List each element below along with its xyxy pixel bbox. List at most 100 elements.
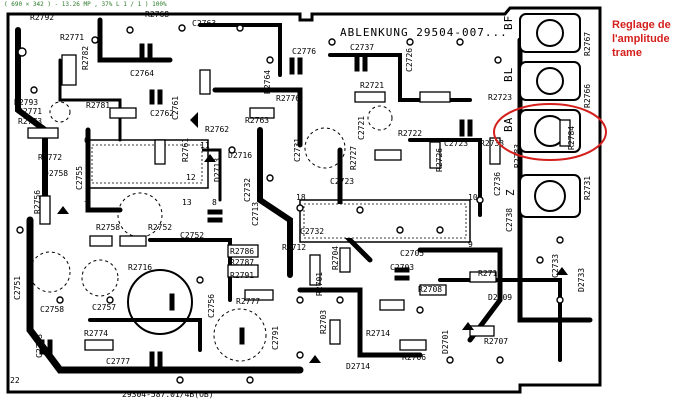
svg-text:11: 11 (200, 141, 210, 150)
svg-text:C2703: C2703 (390, 263, 414, 272)
board-outline (6, 6, 602, 394)
resistor-bodies (27, 54, 571, 351)
svg-text:D2701: D2701 (441, 330, 450, 354)
svg-text:R2774: R2774 (84, 329, 108, 338)
svg-text:18: 18 (296, 193, 306, 202)
connector-Z: Z (504, 188, 517, 196)
connector-BF: BF (502, 15, 515, 30)
pin-numbers: 6 7 8 9 10 11 12 13 18 22 (10, 136, 478, 385)
annotation-line-3: trame (612, 47, 642, 59)
svg-text:D2713: D2713 (213, 158, 222, 182)
svg-text:R2733: R2733 (480, 139, 504, 148)
svg-text:D2758: D2758 (44, 169, 68, 178)
svg-text:C2752: C2752 (180, 231, 204, 240)
svg-text:C2736: C2736 (493, 172, 502, 196)
svg-text:R2716: R2716 (128, 263, 152, 272)
svg-text:R2731: R2731 (583, 176, 592, 200)
svg-text:R2776: R2776 (276, 94, 300, 103)
connector-BA: BA (502, 117, 515, 132)
svg-text:R2771: R2771 (60, 33, 84, 42)
svg-text:R2777: R2777 (236, 297, 260, 306)
svg-text:R2721: R2721 (360, 81, 384, 90)
svg-text:C2738: C2738 (505, 208, 514, 232)
svg-text:C2733: C2733 (551, 254, 560, 278)
svg-text:R2752: R2752 (148, 223, 172, 232)
svg-text:C2726: C2726 (405, 48, 414, 72)
svg-text:C2732: C2732 (300, 227, 324, 236)
svg-text:R2762: R2762 (205, 125, 229, 134)
board-title: ABLENKUNG 29504-007... (340, 26, 508, 39)
svg-text:R2712: R2712 (282, 243, 306, 252)
svg-text:R2704: R2704 (331, 246, 340, 270)
svg-text:R2701: R2701 (315, 272, 324, 296)
svg-text:6: 6 (84, 136, 89, 145)
svg-text:D2733: D2733 (577, 268, 586, 292)
svg-text:8: 8 (212, 198, 217, 207)
svg-text:R2756: R2756 (33, 190, 42, 214)
svg-text:R2707: R2707 (484, 337, 508, 346)
svg-text:R2723: R2723 (488, 93, 512, 102)
viewer-status: ( 690 × 342 ) - 13.26 MP , 37% L 1 / 1 )… (4, 1, 167, 8)
svg-text:R2758: R2758 (96, 223, 120, 232)
svg-text:R2767: R2767 (583, 32, 592, 56)
svg-text:R2786: R2786 (230, 247, 254, 256)
svg-text:9: 9 (468, 240, 473, 249)
svg-text:R2768: R2768 (145, 10, 169, 19)
svg-text:R2773: R2773 (18, 117, 42, 126)
svg-text:R2703: R2703 (319, 310, 328, 334)
annotation-highlight (493, 103, 607, 161)
svg-text:C2776: C2776 (292, 47, 316, 56)
svg-text:C2758: C2758 (40, 305, 64, 314)
svg-text:R2784: R2784 (567, 126, 576, 150)
svg-text:C2753: C2753 (35, 334, 44, 358)
small-capacitors (39, 43, 473, 367)
svg-text:C2791: C2791 (271, 326, 280, 350)
svg-text:R2726: R2726 (435, 148, 444, 172)
svg-text:22: 22 (10, 376, 20, 385)
diodes (57, 112, 568, 363)
svg-text:R2763: R2763 (245, 116, 269, 125)
svg-text:R2781: R2781 (86, 101, 110, 110)
svg-text:D2709: D2709 (488, 293, 512, 302)
svg-text:R2708: R2708 (418, 285, 442, 294)
svg-text:R2761: R2761 (181, 138, 190, 162)
svg-text:R2706: R2706 (402, 353, 426, 362)
svg-text:C2737: C2737 (350, 43, 374, 52)
electrolytic-capacitors (29, 101, 393, 362)
svg-text:R2764: R2764 (263, 70, 272, 94)
svg-text:13: 13 (182, 198, 192, 207)
svg-text:R2727: R2727 (349, 146, 358, 170)
ic-blocks (87, 139, 471, 243)
svg-text:R2787: R2787 (230, 258, 254, 267)
svg-text:C2705: C2705 (400, 249, 424, 258)
svg-text:R2793: R2793 (14, 98, 38, 107)
svg-text:C2762: C2762 (150, 109, 174, 118)
svg-text:C2777: C2777 (106, 357, 130, 366)
trimmer-pads (519, 13, 581, 218)
svg-text:R2766: R2766 (583, 84, 592, 108)
svg-text:C2721: C2721 (357, 116, 366, 140)
svg-text:R2772: R2772 (38, 153, 62, 162)
svg-text:D2716: D2716 (228, 151, 252, 160)
board-part-number: 29304-587.01/4B(OB) (122, 390, 214, 399)
svg-text:10: 10 (468, 193, 478, 202)
component-labels: R2792 R2771 R2782 R2768 C2763 C2764 C277… (13, 10, 592, 371)
svg-text:7: 7 (84, 200, 89, 209)
connector-BL: BL (502, 67, 515, 82)
svg-text:C2723: C2723 (330, 177, 354, 186)
svg-text:12: 12 (186, 173, 196, 182)
svg-text:R2791: R2791 (230, 271, 254, 280)
svg-text:C2771: C2771 (18, 107, 42, 116)
svg-text:C2732: C2732 (243, 178, 252, 202)
svg-text:C2757: C2757 (92, 303, 116, 312)
svg-text:R2714: R2714 (366, 329, 390, 338)
svg-text:C2751: C2751 (13, 276, 22, 300)
annotation-line-1: Reglage de (612, 19, 671, 31)
svg-text:C2763: C2763 (192, 19, 216, 28)
pads (16, 24, 564, 384)
svg-text:C2755: C2755 (75, 166, 84, 190)
svg-text:R2792: R2792 (30, 13, 54, 22)
svg-text:R2711: R2711 (478, 269, 502, 278)
svg-text:C2761: C2761 (171, 96, 180, 120)
